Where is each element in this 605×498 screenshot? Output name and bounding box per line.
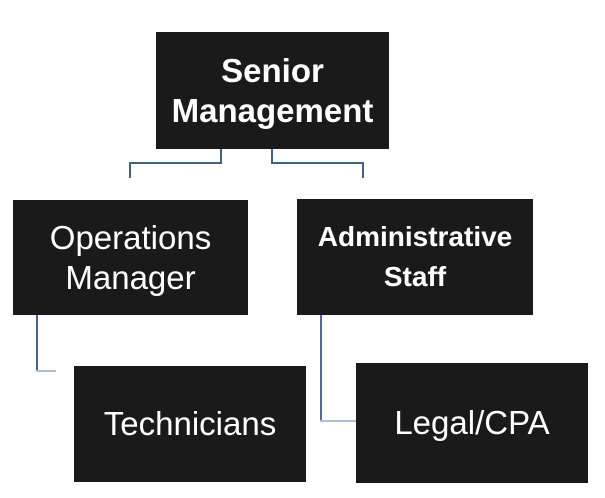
connector-senior-to-operations-segment (129, 162, 222, 164)
connector-senior-to-operations-segment (129, 162, 131, 178)
node-label-line: Administrative (317, 221, 513, 252)
org-node-senior-management[interactable]: Senior Management (156, 32, 389, 149)
connector-senior-to-operations-segment (220, 149, 222, 164)
node-label-line: Management (171, 91, 374, 129)
connector-administrative-to-legal-segment (320, 420, 356, 422)
node-label-line: Manager (65, 258, 196, 296)
connector-operations-to-technicians-segment (36, 370, 56, 372)
node-label-line: Staff (383, 261, 447, 292)
node-label-line: Technicians (103, 405, 277, 442)
node-label-line: Operations (49, 218, 212, 256)
node-label-line: Legal/CPA (394, 404, 550, 441)
node-label-line: Senior (221, 51, 324, 89)
org-node-legal-cpa[interactable]: Legal/CPA (356, 363, 588, 483)
org-node-technicians[interactable]: Technicians (74, 366, 306, 482)
org-node-administrative-staff[interactable]: Administrative Staff (297, 199, 533, 315)
connector-administrative-to-legal-segment (320, 315, 322, 422)
org-node-operations-manager[interactable]: Operations Manager (13, 200, 248, 315)
connector-senior-to-administrative-segment (271, 162, 364, 164)
connector-senior-to-administrative-segment (362, 162, 364, 178)
connector-operations-to-technicians-segment (36, 315, 38, 372)
connector-senior-to-administrative-segment (271, 149, 273, 164)
